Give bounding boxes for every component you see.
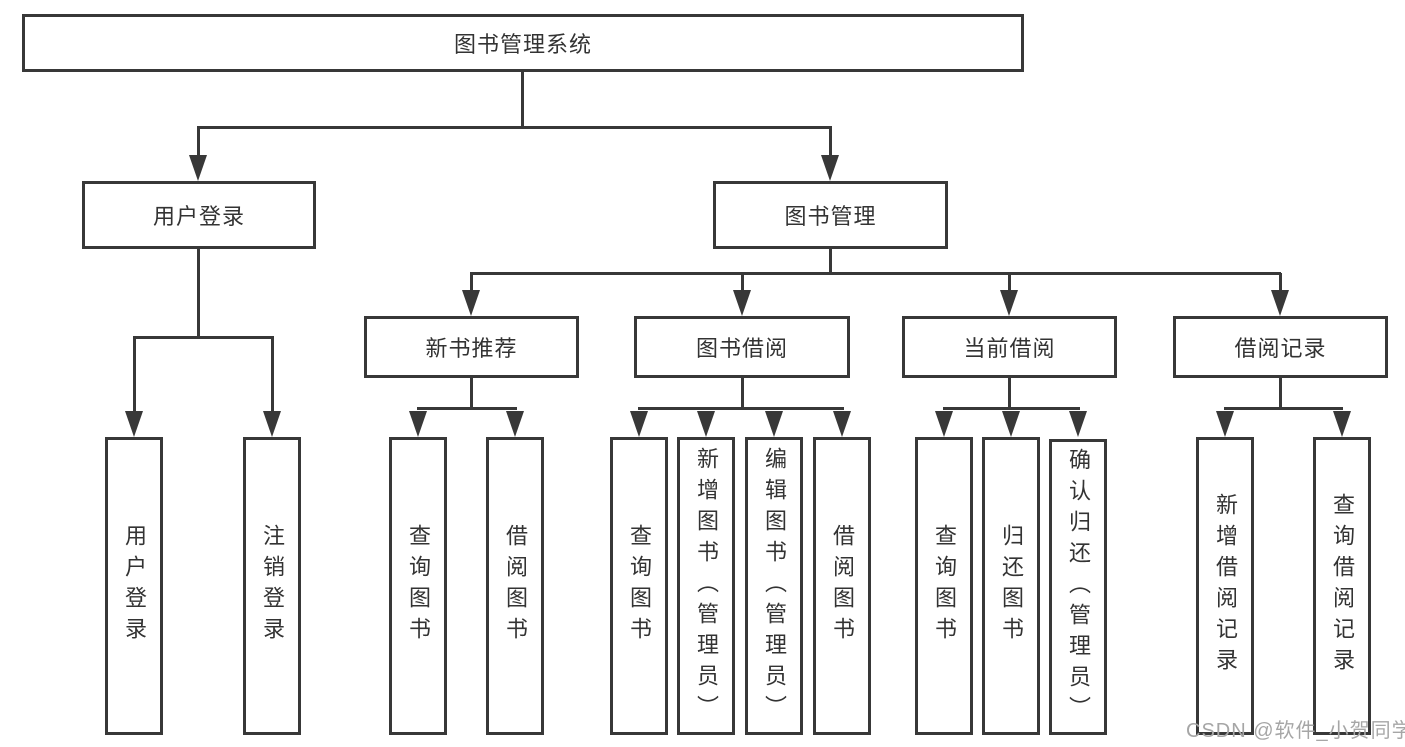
node-user-login: 用户登录 — [82, 181, 316, 249]
connector-line — [741, 377, 744, 409]
arrow-down-icon — [1216, 411, 1234, 437]
node-label: 查询图书 — [932, 524, 957, 648]
node-label: 新增借阅记录 — [1213, 493, 1238, 679]
connector-line — [521, 71, 524, 128]
node-query-books: 查询图书 — [389, 437, 447, 735]
connector-line — [197, 127, 200, 161]
connector-line — [197, 248, 200, 338]
connector-line — [1224, 407, 1343, 410]
node-label: 新增图书（管理员） — [694, 446, 719, 726]
node-add-book-admin: 新增图书（管理员） — [677, 437, 735, 735]
node-query-books: 查询图书 — [610, 437, 668, 735]
node-label: 用户登录 — [122, 524, 147, 648]
node-query-borrow-record: 查询借阅记录 — [1313, 437, 1371, 735]
connector-line — [1008, 377, 1011, 409]
arrow-down-icon — [935, 411, 953, 437]
arrow-down-icon — [125, 411, 143, 437]
node-label: 查询图书 — [627, 524, 652, 648]
arrow-down-icon — [1271, 290, 1289, 316]
connector-line — [829, 127, 832, 161]
arrow-down-icon — [630, 411, 648, 437]
arrow-down-icon — [733, 290, 751, 316]
node-new-book-recommendation: 新书推荐 — [364, 316, 579, 378]
connector-line — [133, 337, 136, 417]
node-borrow-books: 借阅图书 — [813, 437, 871, 735]
node-edit-book-admin: 编辑图书（管理员） — [745, 437, 803, 735]
node-label: 查询图书 — [406, 524, 431, 648]
arrow-down-icon — [462, 290, 480, 316]
connector-line — [829, 248, 832, 274]
connector-line — [741, 273, 744, 293]
connector-line — [133, 336, 274, 339]
node-user-login-action: 用户登录 — [105, 437, 163, 735]
connector-line — [1279, 273, 1282, 293]
arrow-down-icon — [1069, 411, 1087, 437]
connector-line — [271, 337, 274, 417]
arrow-down-icon — [765, 411, 783, 437]
arrow-down-icon — [697, 411, 715, 437]
connector-line — [638, 407, 844, 410]
connector-line — [470, 272, 1281, 275]
connector-line — [197, 126, 832, 129]
arrow-down-icon — [1000, 290, 1018, 316]
connector-line — [1008, 273, 1011, 293]
node-book-borrowing: 图书借阅 — [634, 316, 850, 378]
node-borrowing-records: 借阅记录 — [1173, 316, 1388, 378]
node-logout: 注销登录 — [243, 437, 301, 735]
node-borrow-books: 借阅图书 — [486, 437, 544, 735]
node-label: 查询借阅记录 — [1330, 493, 1355, 679]
node-query-books: 查询图书 — [915, 437, 973, 735]
node-label: 注销登录 — [260, 524, 285, 648]
arrow-down-icon — [263, 411, 281, 437]
node-confirm-return-admin: 确认归还（管理员） — [1049, 439, 1107, 735]
arrow-down-icon — [189, 155, 207, 181]
connector-line — [417, 407, 517, 410]
connector-line — [470, 377, 473, 409]
arrow-down-icon — [833, 411, 851, 437]
node-label: 归还图书 — [999, 524, 1024, 648]
connector-line — [1279, 377, 1282, 409]
arrow-down-icon — [1002, 411, 1020, 437]
arrow-down-icon — [1333, 411, 1351, 437]
node-label: 借阅图书 — [830, 524, 855, 648]
node-book-management: 图书管理 — [713, 181, 948, 249]
node-label: 确认归还（管理员） — [1066, 447, 1091, 727]
arrow-down-icon — [409, 411, 427, 437]
watermark: CSDN @软件_小贺同学 — [1186, 720, 1405, 742]
connector-line — [470, 273, 473, 293]
arrow-down-icon — [506, 411, 524, 437]
node-label: 编辑图书（管理员） — [762, 446, 787, 726]
node-return-books: 归还图书 — [982, 437, 1040, 735]
connector-line — [943, 407, 1080, 410]
node-add-borrow-record: 新增借阅记录 — [1196, 437, 1254, 735]
node-label: 借阅图书 — [503, 524, 528, 648]
arrow-down-icon — [821, 155, 839, 181]
node-current-borrowing: 当前借阅 — [902, 316, 1117, 378]
node-library-management-system: 图书管理系统 — [22, 14, 1024, 72]
